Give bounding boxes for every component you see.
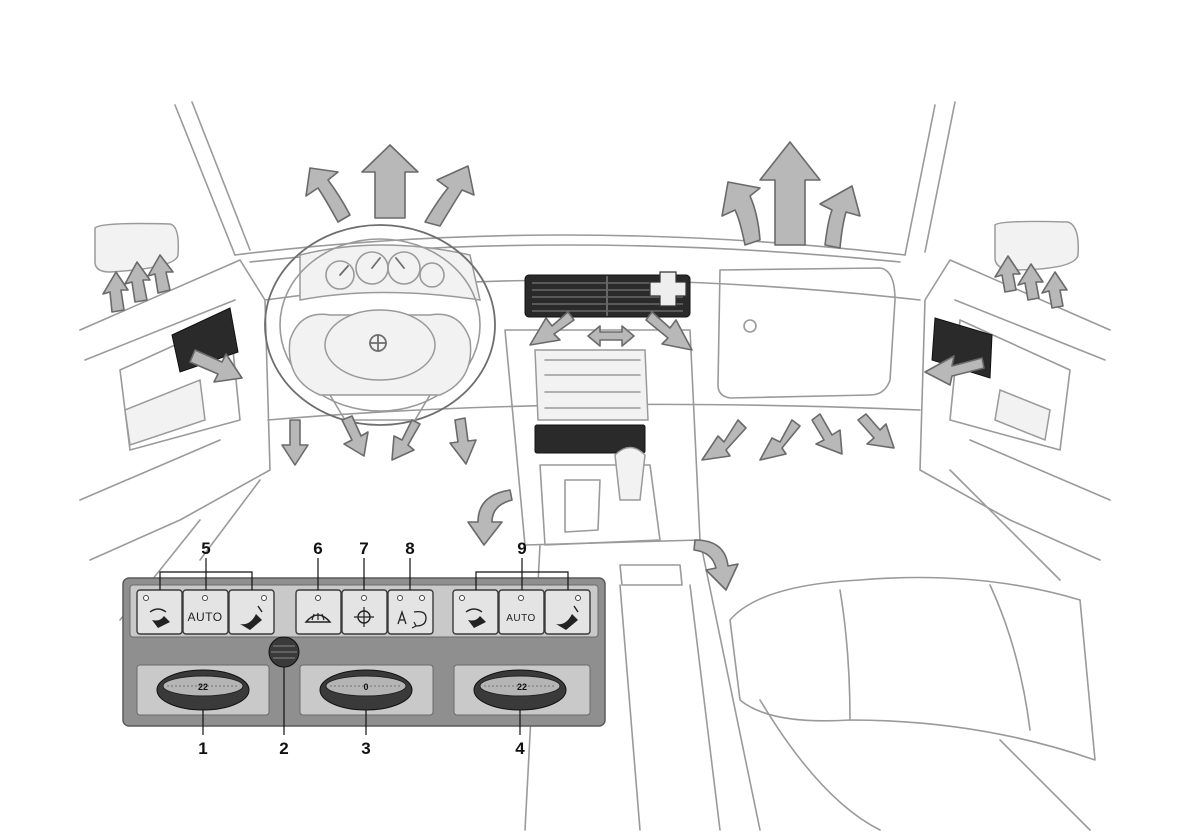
callout-9: 9 xyxy=(517,539,526,558)
recirculation-button[interactable] xyxy=(388,590,433,634)
left-temp-value: 22 xyxy=(198,682,208,692)
callout-3: 3 xyxy=(361,739,370,758)
blower-value: 0 xyxy=(363,682,368,692)
left-temperature-knob[interactable]: 22 xyxy=(157,670,249,710)
center-climate-buttons xyxy=(296,590,433,634)
right-climate-buttons: AUTO xyxy=(453,590,590,634)
callout-8: 8 xyxy=(405,539,414,558)
blower-speed-knob[interactable]: 0 xyxy=(320,670,412,710)
interior-temp-sensor-grille xyxy=(269,637,299,667)
right-temperature-knob[interactable]: 22 xyxy=(474,670,566,710)
callout-7: 7 xyxy=(359,539,368,558)
callout-4: 4 xyxy=(515,739,525,758)
left-auto-label: AUTO xyxy=(187,610,222,624)
right-temp-value: 22 xyxy=(517,682,527,692)
callout-2: 2 xyxy=(279,739,288,758)
left-climate-buttons: AUTO xyxy=(137,590,274,634)
right-auto-label: AUTO xyxy=(506,613,536,624)
callout-6: 6 xyxy=(313,539,322,558)
callout-5: 5 xyxy=(201,539,210,558)
callout-1: 1 xyxy=(198,739,207,758)
climate-control-panel: AUTO xyxy=(123,578,605,726)
